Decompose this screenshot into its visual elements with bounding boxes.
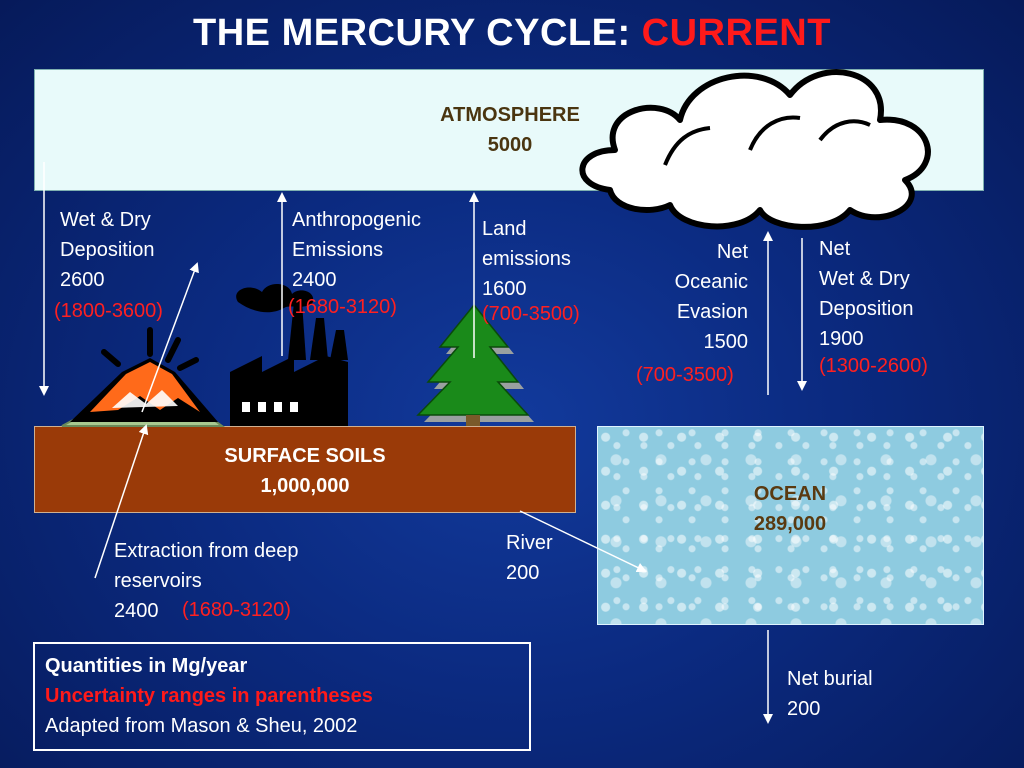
title-main: THE MERCURY CYCLE: xyxy=(193,12,631,54)
land-emissions-label: Land emissions 1600 xyxy=(482,214,571,304)
river-line1: River xyxy=(506,532,553,554)
extraction-line2: reservoirs xyxy=(114,570,202,592)
arrow-river xyxy=(519,510,647,573)
surface-soils-value: 1,000,000 xyxy=(260,475,350,497)
net-burial-label: Net burial 200 xyxy=(787,664,873,724)
river-value: 200 xyxy=(506,562,540,584)
arrow-volcano-to-atmosphere xyxy=(141,262,199,413)
net-oceanic-evasion-value: 1500 xyxy=(703,331,749,353)
wet-dry-deposition-land-range: (1800-3600) xyxy=(54,300,163,322)
pine-tree-icon xyxy=(416,303,534,426)
surface-soils-label: SURFACE SOILS 1,000,000 xyxy=(155,441,455,501)
anthropogenic-emissions-label: Anthropogenic Emissions 2400 xyxy=(292,205,421,295)
legend-source: Adapted from Mason & Sheu, 2002 xyxy=(45,715,358,737)
net-wet-dry-ocean-value: 1900 xyxy=(819,328,864,350)
extraction-label: Extraction from deep reservoirs 2400 xyxy=(114,536,299,626)
anthropogenic-value: 2400 xyxy=(292,269,337,291)
wet-dry-deposition-land-label: Wet & Dry Deposition 2600 xyxy=(60,205,155,295)
ocean-box: OCEAN 289,000 xyxy=(597,426,984,625)
net-oceanic-evasion-label: Net Oceanic Evasion 1500 xyxy=(620,237,748,357)
arrow-extraction xyxy=(94,424,149,579)
title-highlight: CURRENT xyxy=(641,12,831,54)
legend-uncertainty: Uncertainty ranges in parentheses xyxy=(45,685,373,707)
net-wet-dry-ocean-line1: Net xyxy=(819,238,851,260)
ocean-value: 289,000 xyxy=(753,513,827,535)
land-emissions-line2: emissions xyxy=(482,248,571,270)
net-oceanic-evasion-line2: Oceanic xyxy=(674,271,748,293)
extraction-value: 2400 xyxy=(114,600,159,622)
extraction-range: (1680-3120) xyxy=(182,599,291,621)
net-wet-dry-ocean-line2: Wet & Dry xyxy=(819,268,910,290)
page-title: THE MERCURY CYCLE: CURRENT xyxy=(0,12,1024,55)
net-wet-dry-ocean-line3: Deposition xyxy=(819,298,914,320)
net-wet-dry-ocean-label: Net Wet & Dry Deposition 1900 xyxy=(819,234,914,354)
net-wet-dry-ocean-range: (1300-2600) xyxy=(819,355,928,377)
atmosphere-label: ATMOSPHERE 5000 xyxy=(410,100,610,160)
net-oceanic-evasion-range: (700-3500) xyxy=(636,364,734,386)
land-emissions-value: 1600 xyxy=(482,278,527,300)
net-burial-line1: Net burial xyxy=(787,668,873,690)
wet-dry-deposition-value: 2600 xyxy=(60,269,105,291)
ocean-label: OCEAN 289,000 xyxy=(690,479,890,539)
legend-box: Quantities in Mg/year Uncertainty ranges… xyxy=(33,642,531,751)
wet-dry-deposition-line1: Wet & Dry xyxy=(60,209,151,231)
atmosphere-name: ATMOSPHERE xyxy=(440,104,580,126)
surface-soils-name: SURFACE SOILS xyxy=(224,445,386,467)
atmosphere-value: 5000 xyxy=(487,134,533,156)
net-oceanic-evasion-line3: Evasion xyxy=(676,301,748,323)
land-emissions-range: (700-3500) xyxy=(482,303,580,325)
anthropogenic-emissions-range: (1680-3120) xyxy=(288,296,397,318)
river-label: River 200 xyxy=(506,528,553,588)
net-burial-value: 200 xyxy=(787,698,821,720)
net-oceanic-evasion-line1: Net xyxy=(716,241,748,263)
cloud-icon xyxy=(579,69,931,230)
legend-units: Quantities in Mg/year xyxy=(45,655,248,677)
land-emissions-line1: Land xyxy=(482,218,527,240)
factory-icon xyxy=(230,283,348,426)
extraction-line1: Extraction from deep xyxy=(114,540,299,562)
anthropogenic-line2: Emissions xyxy=(292,239,384,261)
anthropogenic-line1: Anthropogenic xyxy=(292,209,421,231)
ocean-name: OCEAN xyxy=(753,483,827,505)
surface-soils-box: SURFACE SOILS 1,000,000 xyxy=(34,426,576,513)
wet-dry-deposition-line2: Deposition xyxy=(60,239,155,261)
